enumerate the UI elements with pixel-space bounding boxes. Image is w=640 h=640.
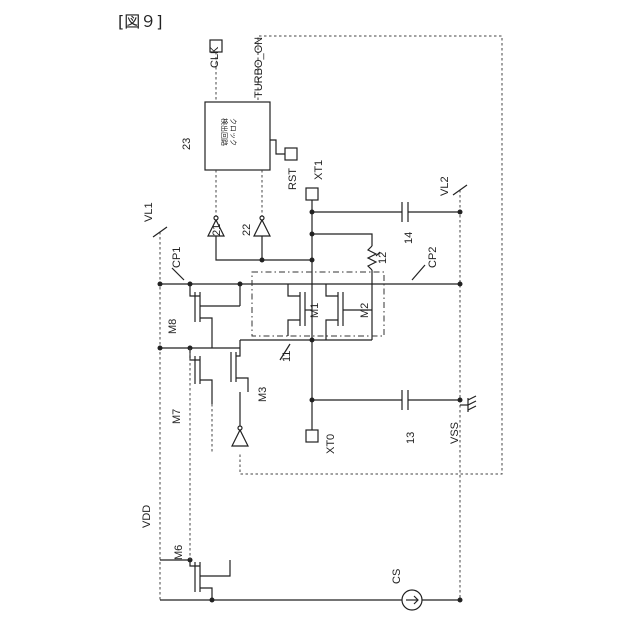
m6-source	[200, 588, 212, 600]
m1-drain	[288, 284, 300, 296]
m8-source	[200, 318, 212, 348]
junction	[458, 398, 463, 403]
rst-terminal	[285, 148, 297, 160]
rst-wire	[270, 140, 285, 154]
cp1-label: CP1	[171, 247, 183, 268]
cs-label: CS	[391, 569, 403, 584]
m3-source	[236, 378, 248, 392]
inverter-21-bubble	[214, 216, 218, 220]
ref-13: 13	[405, 432, 417, 444]
vl1-label: VL1	[143, 202, 155, 222]
clock-block-label-2: 検出回路	[220, 118, 229, 146]
ref-11: 11	[281, 351, 293, 362]
ref-14: 14	[403, 232, 415, 244]
m1-label: M1	[309, 303, 321, 318]
junction	[458, 598, 463, 603]
ground-hatch	[468, 396, 476, 400]
vl2-tick	[453, 185, 467, 195]
junction	[238, 282, 243, 287]
m3-label: M3	[257, 387, 269, 402]
m6-label: M6	[173, 545, 185, 560]
ref-12: 12	[377, 252, 389, 264]
xt1-terminal	[306, 188, 318, 200]
turbo-inverter-bubble	[238, 426, 242, 430]
ground-hatch	[468, 401, 476, 405]
turbo-on-line	[240, 36, 502, 474]
junction	[158, 346, 163, 351]
cp2-leader	[412, 265, 425, 280]
junction	[210, 598, 215, 603]
vl2-label: VL2	[439, 176, 451, 196]
inverter-22	[254, 220, 270, 236]
turbo-inverter	[232, 430, 248, 446]
junction	[260, 258, 265, 263]
inverter-22-bubble	[260, 216, 264, 220]
m7-label: M7	[171, 409, 183, 424]
ground-hatch	[468, 406, 476, 410]
m7-source	[200, 380, 212, 404]
ref-21: 21	[211, 224, 223, 236]
junction	[458, 282, 463, 287]
junction	[310, 258, 315, 263]
junction	[310, 338, 315, 343]
clock-block-label-1: クロック	[229, 118, 237, 146]
m2-label: M2	[359, 303, 371, 318]
xt0-terminal	[306, 430, 318, 442]
vdd-label: VDD	[141, 505, 153, 528]
junction	[458, 210, 463, 215]
m6-gate-wire	[200, 560, 230, 576]
xt0-label: XT0	[325, 434, 337, 454]
clk-label: CLK	[209, 46, 221, 68]
m1-source	[288, 320, 300, 336]
junction	[158, 282, 163, 287]
rst-label: RST	[287, 168, 299, 190]
xt1-label: XT1	[313, 160, 325, 180]
m8-label: M8	[167, 319, 179, 334]
cp2-label: CP2	[427, 247, 439, 268]
m2-drain	[326, 284, 338, 296]
resistor-12	[368, 246, 376, 270]
vss-label: VSS	[449, 422, 461, 444]
resistor-12-wire	[312, 234, 372, 246]
inv21-input-wire	[216, 236, 312, 260]
turbo-on-label: TURBO_ON	[253, 37, 265, 98]
vl1-tick	[153, 227, 167, 237]
ref-22: 22	[241, 224, 253, 236]
figure-title: [図９]	[118, 12, 163, 31]
clock-detection-block	[205, 102, 270, 170]
m2-source	[326, 320, 338, 340]
ref-23: 23	[181, 138, 193, 150]
cp1-leader	[172, 268, 184, 280]
